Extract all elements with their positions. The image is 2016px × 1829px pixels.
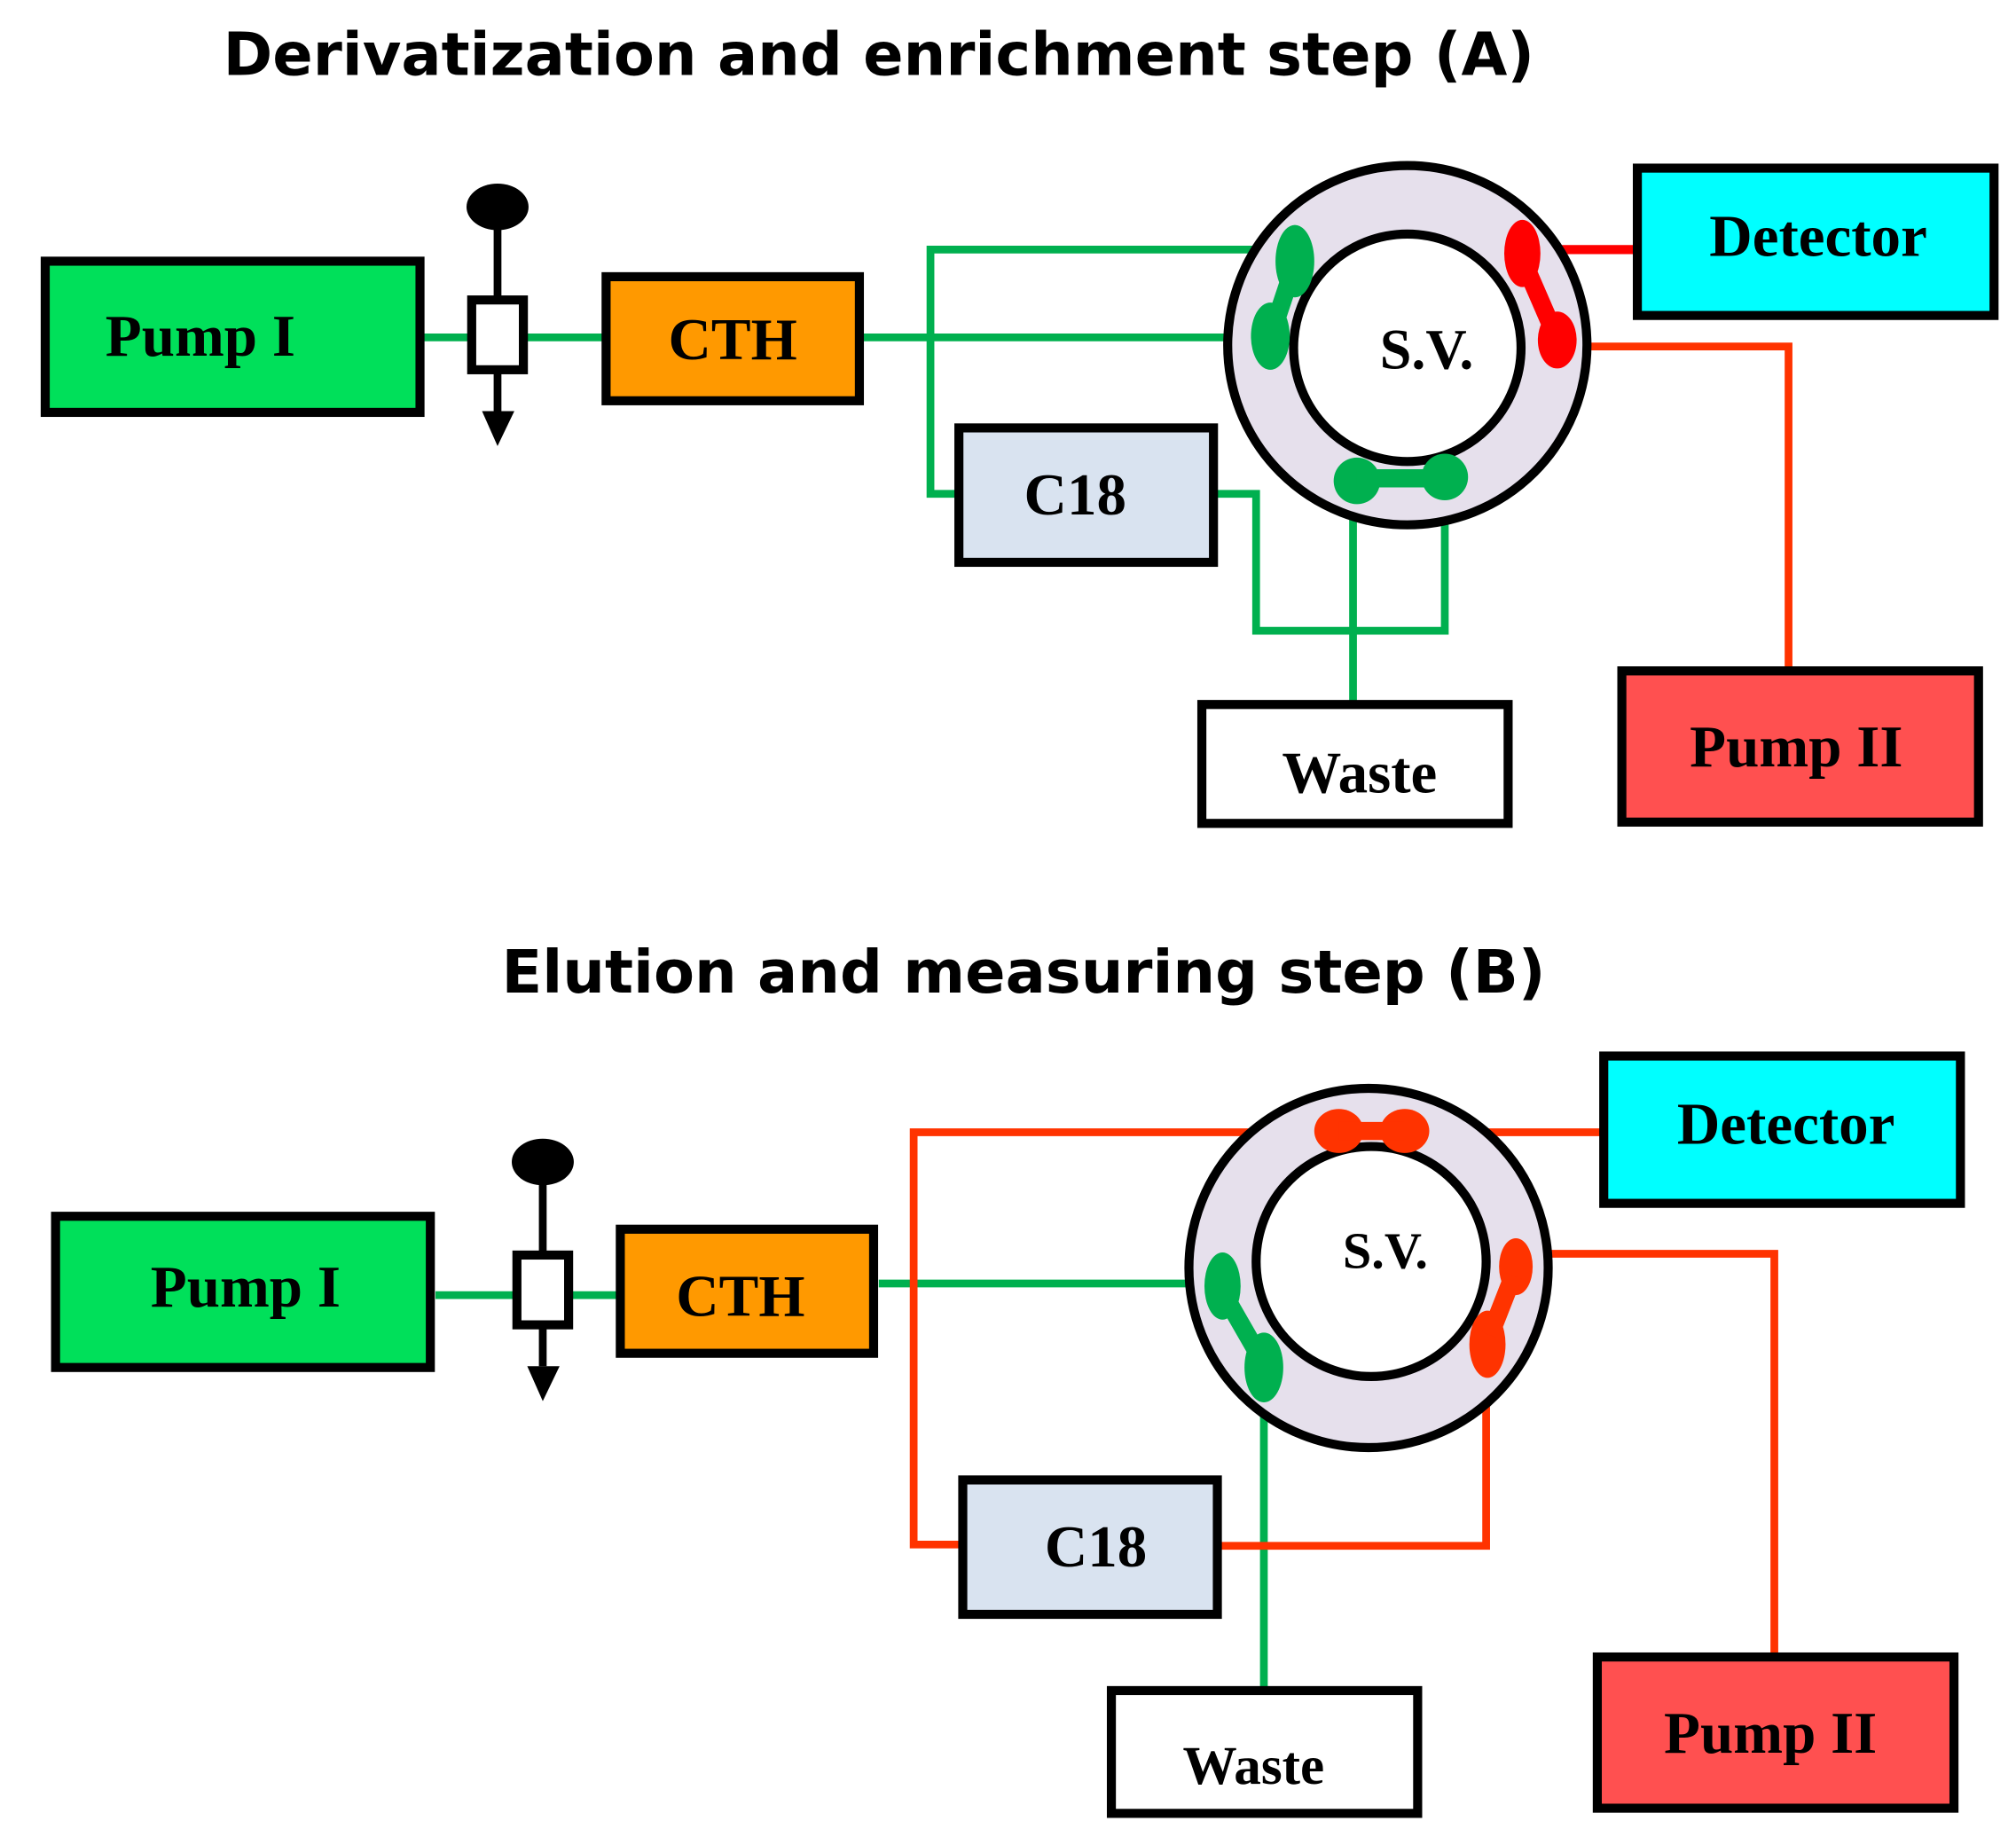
port-link-green-bottom bbox=[1333, 453, 1469, 505]
waste-label: Waste bbox=[1182, 1736, 1324, 1796]
detector-label: Detector bbox=[1709, 204, 1927, 270]
c18-to-valve-line bbox=[1214, 481, 1449, 635]
panel-b-title: Elution and measuring step (B) bbox=[502, 938, 1546, 1007]
panel-a-title: Derivatization and enrichment step (A) bbox=[224, 20, 1534, 90]
waste-box-a[interactable]: Waste bbox=[1196, 700, 1513, 828]
detector-box-b[interactable]: Detector bbox=[1599, 1051, 1965, 1208]
port-link-red-right bbox=[1504, 219, 1577, 369]
pump2-to-valve-line bbox=[1564, 342, 1792, 669]
port-link-red-right bbox=[1469, 1237, 1534, 1378]
pump2-box-a[interactable]: Pump II bbox=[1617, 666, 1983, 827]
cth-label: CTH bbox=[676, 1263, 804, 1329]
pump2-to-valve-line bbox=[1514, 1250, 1778, 1655]
panel-a: Derivatization and enrichment step (A) S… bbox=[40, 20, 1999, 828]
injection-valve-icon-a[interactable] bbox=[466, 184, 529, 446]
pump1-box-b[interactable]: Pump I bbox=[51, 1212, 435, 1372]
valve-label: S.V. bbox=[1343, 1222, 1428, 1280]
pump1-label: Pump I bbox=[106, 303, 295, 369]
c18-label: C18 bbox=[1045, 1514, 1147, 1580]
pump1-box-a[interactable]: Pump I bbox=[40, 256, 425, 418]
pump2-label: Pump II bbox=[1664, 1700, 1877, 1766]
panel-b: Elution and measuring step (B) S.V. bbox=[51, 938, 1965, 1818]
c18-box-b[interactable]: C18 bbox=[958, 1475, 1222, 1620]
pump2-box-b[interactable]: Pump II bbox=[1592, 1652, 1959, 1813]
port-link-green-left bbox=[1204, 1252, 1283, 1403]
cth-label: CTH bbox=[669, 307, 797, 373]
cth-box-b[interactable]: CTH bbox=[616, 1224, 879, 1358]
waste-label: Waste bbox=[1282, 740, 1437, 805]
c18-label: C18 bbox=[1024, 462, 1126, 528]
pump2-label: Pump II bbox=[1690, 714, 1902, 780]
switching-valve-a[interactable]: S.V. bbox=[1223, 161, 1592, 530]
cth-box-a[interactable]: CTH bbox=[601, 271, 865, 405]
switching-valve-b[interactable]: S.V. bbox=[1184, 1083, 1553, 1453]
port-link-green-left bbox=[1251, 224, 1314, 370]
detector-box-a[interactable]: Detector bbox=[1632, 163, 1999, 320]
pump1-label: Pump I bbox=[151, 1254, 341, 1320]
valve-to-c18-line bbox=[926, 245, 1293, 498]
waste-box-b[interactable]: Waste bbox=[1106, 1685, 1423, 1818]
c18-box-a[interactable]: C18 bbox=[954, 423, 1219, 568]
valve-label: S.V. bbox=[1380, 318, 1474, 381]
port-link-red-top bbox=[1314, 1109, 1430, 1153]
c18-to-valve-line bbox=[1220, 1357, 1490, 1550]
injection-valve-icon-b[interactable] bbox=[511, 1138, 574, 1401]
detector-label: Detector bbox=[1677, 1092, 1895, 1158]
